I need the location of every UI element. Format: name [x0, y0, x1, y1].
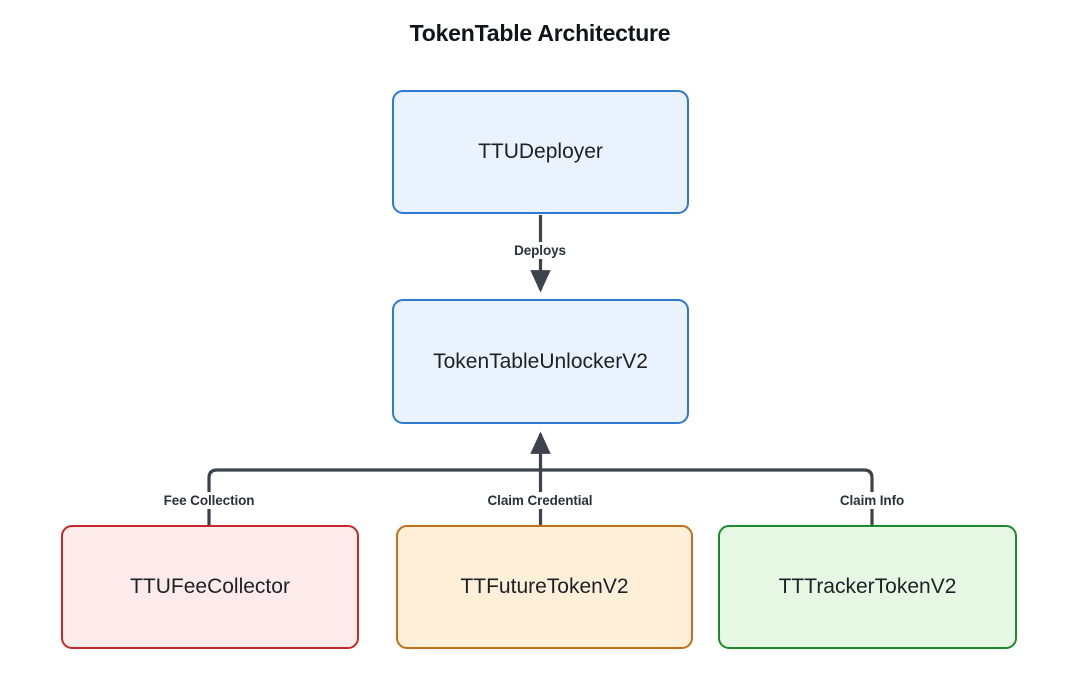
- node-tokentableunlockerv2-label: TokenTableUnlockerV2: [433, 349, 648, 373]
- edge-label-claim-info: Claim Info: [835, 492, 909, 509]
- edge-label-deploys: Deploys: [510, 242, 570, 259]
- edge-label-fee-collection: Fee Collection: [159, 492, 259, 509]
- node-tttrackertokenv2[interactable]: TTTrackerTokenV2: [718, 525, 1017, 649]
- node-tttrackertokenv2-label: TTTrackerTokenV2: [778, 575, 957, 599]
- node-ttfuturetokenv2-label: TTFutureTokenV2: [460, 575, 629, 599]
- page-title: TokenTable Architecture: [409, 20, 671, 46]
- node-ttudeployer-label: TTUDeployer: [478, 140, 603, 164]
- edge-bus-to-unlocker: [207, 431, 874, 525]
- node-ttudeployer[interactable]: TTUDeployer: [392, 90, 689, 214]
- node-ttufeecollector[interactable]: TTUFeeCollector: [61, 525, 359, 649]
- node-tokentableunlockerv2[interactable]: TokenTableUnlockerV2: [392, 299, 689, 424]
- node-ttufeecollector-label: TTUFeeCollector: [130, 575, 290, 599]
- edge-label-claim-credential: Claim Credential: [483, 492, 597, 509]
- node-ttfuturetokenv2[interactable]: TTFutureTokenV2: [396, 525, 693, 649]
